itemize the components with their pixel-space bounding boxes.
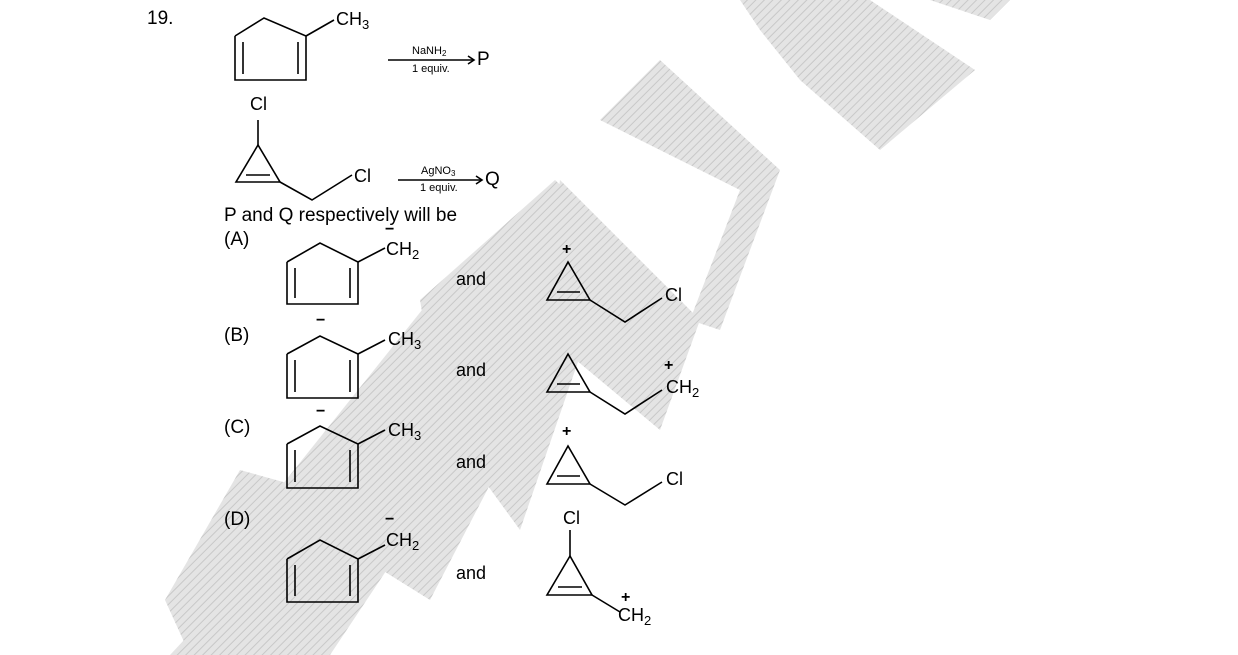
option-a-right-structure: [545, 260, 663, 323]
reaction2-ring-substituent: Cl: [250, 94, 267, 114]
option-a-label[interactable]: (A): [224, 229, 250, 250]
watermark-shape-8: [930, 0, 1010, 20]
option-b-joiner: and: [456, 360, 487, 380]
reaction1-reagent: NaNH2: [412, 45, 447, 58]
option-a-right-charge: +: [562, 241, 572, 258]
reactant2-structure: [234, 120, 353, 201]
option-c-right-structure: [545, 444, 663, 506]
option-c-right-charge: +: [562, 423, 572, 440]
option-a-left-structure: [286, 242, 386, 305]
option-d-left-group: CH2: [386, 530, 420, 553]
question-stem: P and Q respectively will be: [224, 205, 458, 226]
option-b-left-group: CH3: [388, 329, 422, 352]
reaction2-product: Q: [485, 169, 500, 190]
option-a-left-group: CH2: [386, 239, 420, 262]
option-b-right-group: CH2: [666, 377, 700, 400]
reaction1-amount: 1 equiv.: [412, 63, 450, 75]
watermark-shape-6: [600, 60, 780, 330]
option-d-left-structure: [286, 539, 386, 603]
option-b-right-charge: +: [664, 357, 674, 374]
option-c-left-charge: −: [316, 403, 326, 420]
option-a-left-charge: −: [385, 221, 395, 238]
reaction2-chain-substituent: Cl: [354, 166, 371, 186]
option-b-left-structure: [286, 335, 386, 399]
reaction2-amount: 1 equiv.: [420, 182, 458, 194]
option-a-joiner: and: [456, 269, 487, 289]
option-c-right-group: Cl: [666, 469, 683, 489]
reaction1-product: P: [477, 49, 490, 70]
option-d-right-charge: +: [621, 589, 631, 606]
option-d-left-charge: −: [385, 511, 395, 528]
reaction1-substituent: CH3: [336, 9, 370, 32]
option-d-right-group2: CH2: [618, 605, 652, 628]
watermark-shape-7: [740, 0, 975, 150]
option-d-right-structure: [545, 530, 621, 613]
option-a-right-group: Cl: [665, 285, 682, 305]
option-d-joiner: and: [456, 563, 487, 583]
option-c-label[interactable]: (C): [224, 417, 251, 438]
reaction2-reagent: AgNO3: [421, 165, 456, 178]
option-c-left-group: CH3: [388, 420, 422, 443]
option-b-right-structure: [545, 352, 663, 415]
option-d-label[interactable]: (D): [224, 509, 251, 530]
option-b-label[interactable]: (B): [224, 325, 250, 346]
option-c-left-structure: [286, 425, 386, 489]
option-d-right-group: Cl: [563, 508, 580, 528]
reactant1-structure: [234, 17, 335, 81]
watermark-shape-5: [540, 180, 700, 430]
question-number: 19.: [147, 8, 174, 29]
option-c-joiner: and: [456, 452, 487, 472]
option-b-left-charge: −: [316, 312, 326, 329]
